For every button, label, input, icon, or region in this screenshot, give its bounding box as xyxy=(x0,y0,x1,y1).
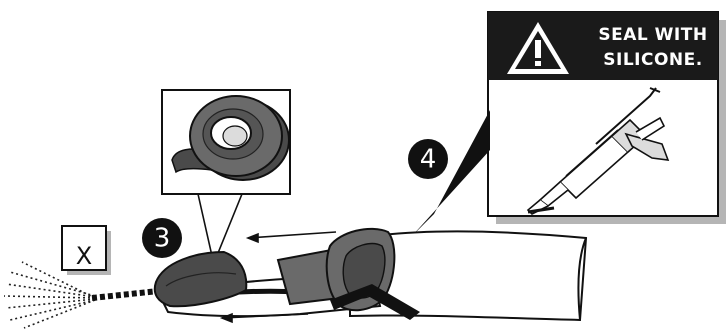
tape-callout xyxy=(161,89,291,259)
x-marker-label: X xyxy=(76,242,92,270)
warning-line-2: SILICONE. xyxy=(603,50,702,70)
cable-assembly xyxy=(153,227,588,322)
warning-triangle-icon xyxy=(507,22,569,74)
step-4-badge: 4 xyxy=(408,139,448,179)
step-4-number: 4 xyxy=(420,145,437,175)
cable-end xyxy=(91,287,169,301)
incorrect-marker: X xyxy=(61,225,111,275)
silicone-callout: SEAL WITH SILICONE. xyxy=(404,11,726,244)
warning-line-1: SEAL WITH xyxy=(598,25,707,45)
water-spray-icon xyxy=(3,261,96,329)
pull-arrows xyxy=(219,231,337,324)
tape-roll-icon xyxy=(171,95,290,181)
step-3-number: 3 xyxy=(154,224,171,254)
step-3-badge: 3 xyxy=(142,218,182,258)
caulking-gun-icon xyxy=(526,87,670,215)
